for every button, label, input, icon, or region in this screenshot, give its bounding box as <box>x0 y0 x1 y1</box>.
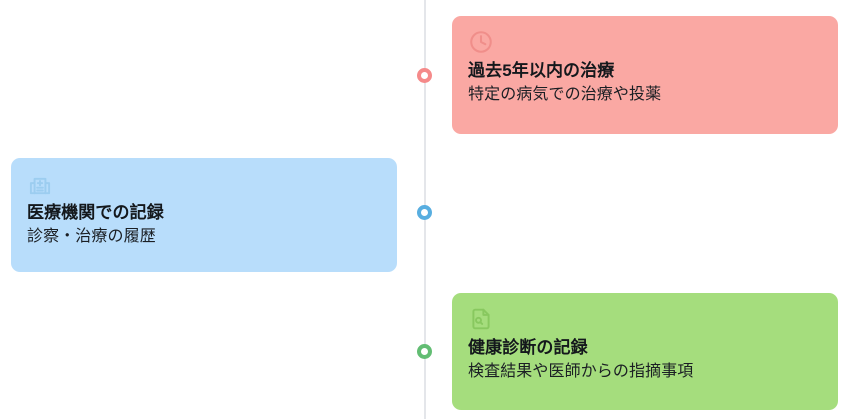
timeline-marker-past-5-years-treatment[interactable] <box>417 68 432 83</box>
timeline-card-subtitle: 検査結果や医師からの指摘事項 <box>468 363 694 381</box>
timeline-card-medical-institution-records[interactable]: 医療機関での記録 診察・治療の履歴 <box>11 158 397 272</box>
timeline-card-past-5-years-treatment[interactable]: 過去5年以内の治療 特定の病気での治療や投薬 <box>452 16 838 134</box>
hospital-icon <box>27 171 53 197</box>
timeline-card-title: 健康診断の記録 <box>468 338 588 357</box>
timeline-card-title: 医療機関での記録 <box>27 203 164 222</box>
timeline-card-health-checkup-records[interactable]: 健康診断の記録 検査結果や医師からの指摘事項 <box>452 293 838 410</box>
timeline-card-title: 過去5年以内の治療 <box>468 61 615 80</box>
timeline-marker-health-checkup-records[interactable] <box>417 344 432 359</box>
timeline-card-subtitle: 特定の病気での治療や投薬 <box>468 86 662 104</box>
document-search-icon <box>468 306 494 332</box>
timeline-card-subtitle: 診察・治療の履歴 <box>27 228 156 246</box>
clock-icon <box>468 29 494 55</box>
timeline-marker-medical-institution-records[interactable] <box>417 205 432 220</box>
